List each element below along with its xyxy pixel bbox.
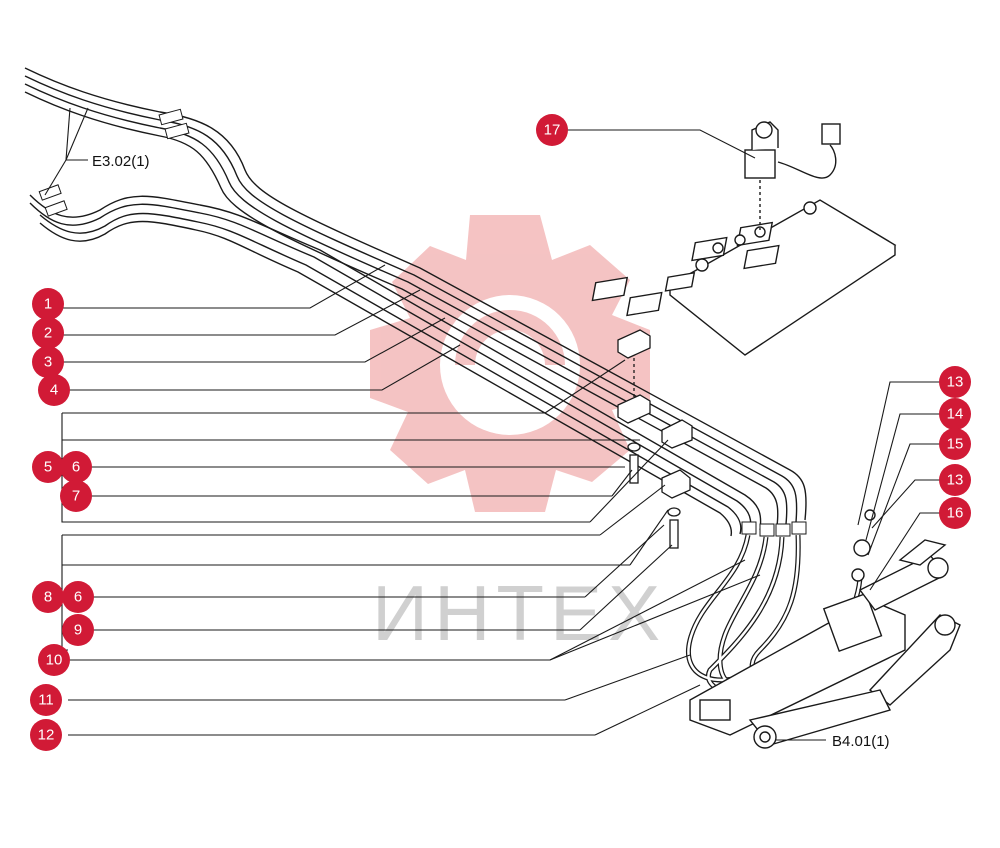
callout-badge-12[interactable]: 12 <box>30 719 62 751</box>
reference-label-b401: B4.01(1) <box>832 733 890 750</box>
valve-cylinder-assembly <box>689 509 961 749</box>
callout-badge-6[interactable]: 6 <box>60 451 92 483</box>
svg-text:10: 10 <box>46 652 63 669</box>
svg-text:6: 6 <box>74 589 82 606</box>
callout-badge-5[interactable]: 5 <box>32 451 64 483</box>
callout-badge-16[interactable]: 16 <box>939 497 971 529</box>
callout-badge-11[interactable]: 11 <box>30 684 62 716</box>
callout-badge-13[interactable]: 13 <box>939 366 971 398</box>
svg-text:13: 13 <box>947 472 964 489</box>
svg-text:13: 13 <box>947 374 964 391</box>
svg-text:17: 17 <box>544 122 561 139</box>
svg-text:6: 6 <box>72 459 80 476</box>
callout-badge-17[interactable]: 17 <box>536 114 568 146</box>
svg-text:15: 15 <box>947 436 964 453</box>
svg-text:8: 8 <box>44 589 52 606</box>
svg-text:14: 14 <box>947 406 964 423</box>
callout-badge-6b[interactable]: 6 <box>62 581 94 613</box>
svg-text:7: 7 <box>72 488 80 505</box>
callout-badge-2[interactable]: 2 <box>32 317 64 349</box>
svg-text:11: 11 <box>38 692 54 709</box>
control-panel <box>591 121 897 356</box>
callout-badge-14[interactable]: 14 <box>939 398 971 430</box>
svg-text:12: 12 <box>38 727 55 744</box>
callout-badge-1[interactable]: 1 <box>32 288 64 320</box>
hydraulic-pipes <box>24 67 807 537</box>
svg-text:3: 3 <box>44 354 52 371</box>
callout-badge-15[interactable]: 15 <box>939 428 971 460</box>
watermark-text: ИНТЕХ <box>372 569 666 657</box>
svg-text:1: 1 <box>44 296 52 313</box>
callout-badge-3[interactable]: 3 <box>32 346 64 378</box>
svg-text:5: 5 <box>44 459 52 476</box>
svg-text:4: 4 <box>50 382 58 399</box>
callout-badge-7[interactable]: 7 <box>60 480 92 512</box>
callout-badge-10[interactable]: 10 <box>38 644 70 676</box>
reference-label-e302: E3.02(1) <box>92 153 150 170</box>
pipe-clamps <box>617 329 693 549</box>
svg-text:9: 9 <box>74 622 82 639</box>
callout-badge-13b[interactable]: 13 <box>939 464 971 496</box>
callout-badge-8[interactable]: 8 <box>32 581 64 613</box>
svg-text:16: 16 <box>947 505 964 522</box>
callout-badge-9[interactable]: 9 <box>62 614 94 646</box>
callout-badge-4[interactable]: 4 <box>38 374 70 406</box>
svg-text:2: 2 <box>44 325 52 342</box>
